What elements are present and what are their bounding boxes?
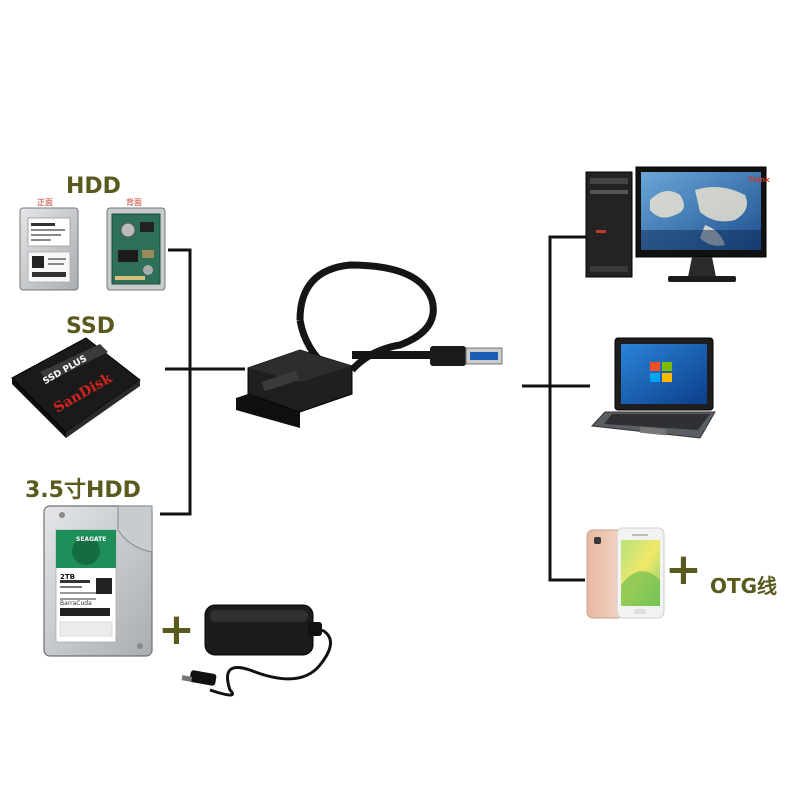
phone-front-image	[616, 527, 665, 619]
right-connector-lines	[522, 235, 590, 582]
hdd-label: HDD	[66, 174, 121, 199]
laptop-image	[590, 337, 716, 439]
monitor-brand-text: Think	[748, 176, 770, 184]
plus-power-sign: +	[158, 604, 195, 655]
otg-cable-label: OTG线	[710, 574, 778, 598]
plus-otg-sign: +	[665, 544, 702, 595]
sata-usb-adapter-image	[236, 261, 503, 428]
hdd-back-image	[106, 207, 166, 291]
left-connector-lines	[160, 248, 245, 516]
power-adapter-image	[181, 604, 332, 697]
hdd-front-caption: 正面	[37, 198, 53, 207]
hdd-front-image	[19, 207, 79, 291]
hdd-back-caption: 背面	[126, 198, 142, 207]
ssd-image	[11, 337, 141, 438]
ssd-label: SSD	[66, 314, 115, 339]
hdd35-capacity-text: 2TB	[60, 573, 75, 581]
desktop-tower-image	[585, 171, 633, 278]
monitor-image	[635, 166, 767, 282]
hdd35-label: 3.5寸HDD	[25, 478, 141, 503]
hdd35-series-text: BarraCuda	[60, 600, 92, 607]
hdd35-brand-text: SEAGATE	[76, 536, 106, 543]
hdd-35-image	[43, 505, 153, 657]
